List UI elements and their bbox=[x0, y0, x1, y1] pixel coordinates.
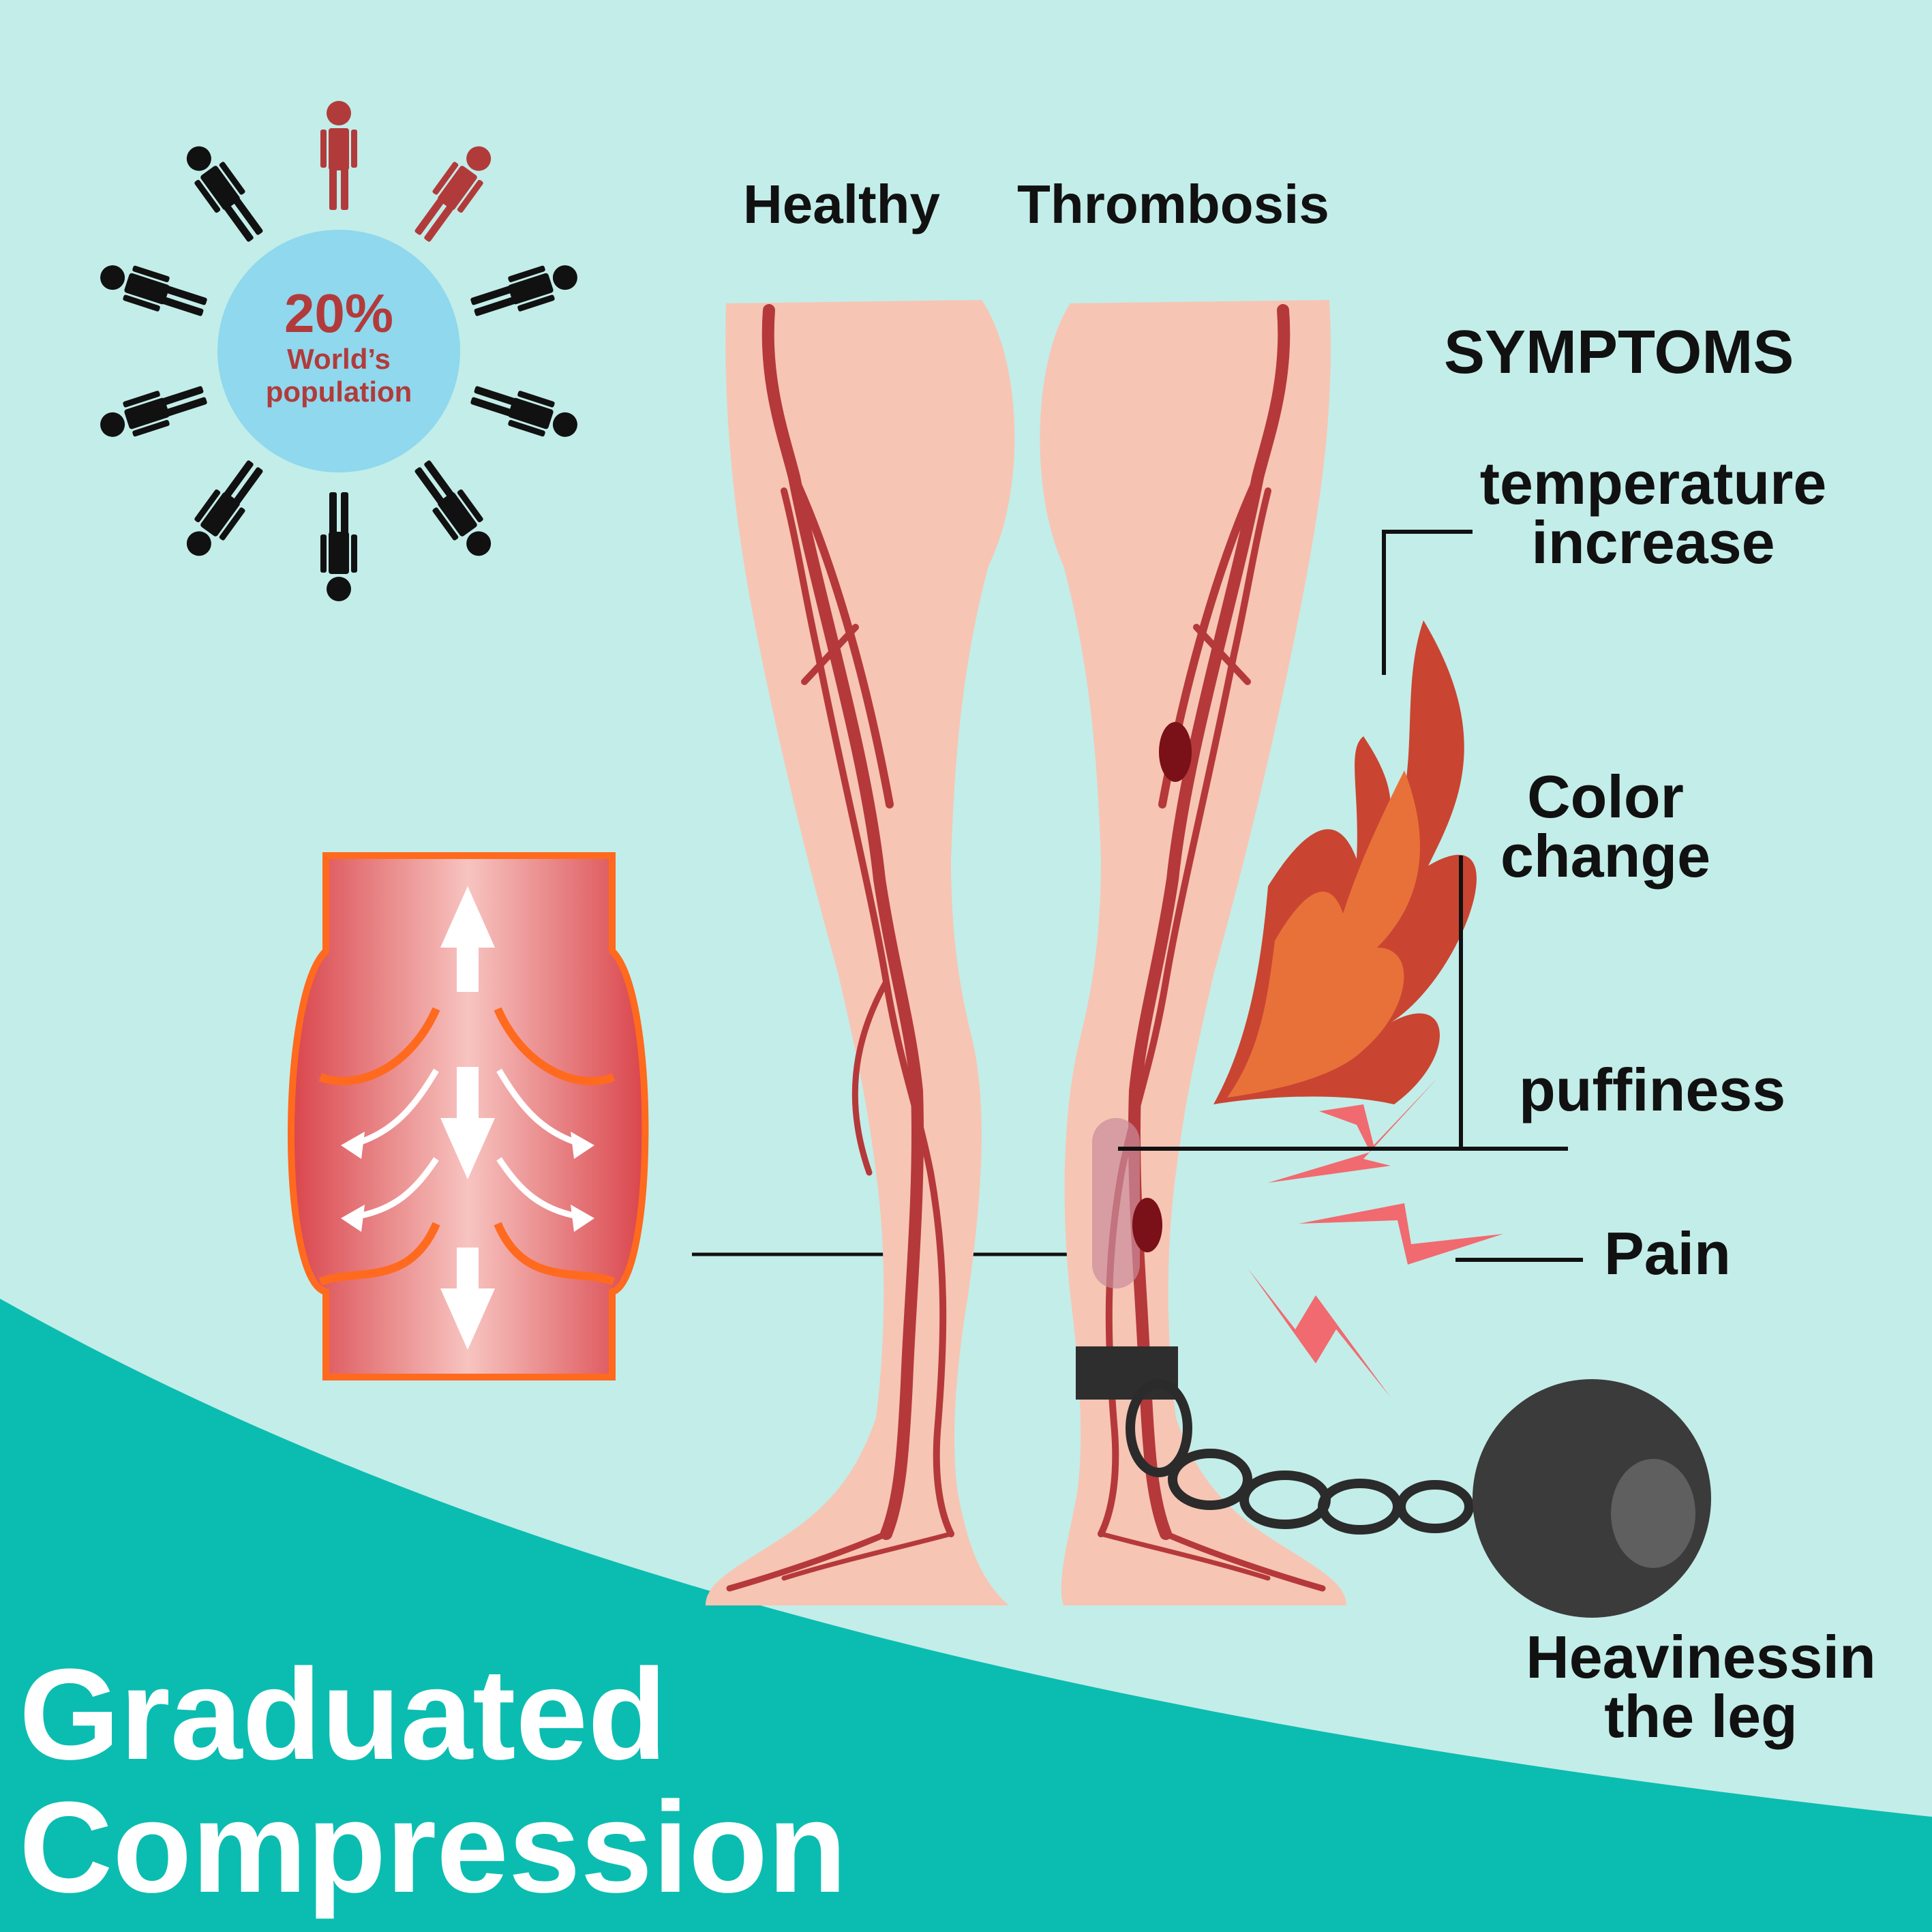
clot bbox=[1159, 722, 1192, 782]
swelling-patch bbox=[1092, 1118, 1140, 1288]
symptom-heaviness-line-1: Heavinessin bbox=[1526, 1623, 1876, 1691]
ankle-cuff bbox=[1076, 1346, 1178, 1400]
person-icon bbox=[320, 101, 357, 210]
symptom-color-line-2: change bbox=[1500, 822, 1711, 890]
person-icon bbox=[95, 256, 211, 325]
person-icon bbox=[406, 138, 501, 248]
flame-icon bbox=[1213, 620, 1477, 1104]
healthy-label: Healthy bbox=[743, 174, 940, 235]
symptom-temperature-line-1: temperature bbox=[1479, 449, 1827, 517]
stat-line-1: World’s bbox=[287, 343, 391, 375]
person-icon bbox=[467, 377, 583, 447]
person-icon bbox=[177, 454, 271, 564]
symptom-puffiness: puffiness bbox=[1519, 1056, 1786, 1123]
stat-percent: 20% bbox=[284, 283, 394, 344]
symptom-heaviness-line-2: the leg bbox=[1604, 1682, 1798, 1750]
symptoms-heading: SYMPTOMS bbox=[1444, 318, 1794, 387]
teal-band bbox=[0, 1299, 1932, 1932]
healthy-leg bbox=[706, 300, 1015, 1605]
people-ring bbox=[95, 101, 583, 601]
person-icon bbox=[467, 256, 583, 325]
ball-and-chain-icon bbox=[1126, 1379, 1711, 1618]
symptom-temperature-line-2: increase bbox=[1531, 509, 1775, 576]
clot bbox=[1132, 1198, 1162, 1252]
leader-lines bbox=[1118, 530, 1583, 1262]
symptom-pain: Pain bbox=[1604, 1220, 1731, 1287]
stat-line-2: population bbox=[265, 376, 412, 408]
thrombosis-label: Thrombosis bbox=[1017, 174, 1329, 235]
person-icon bbox=[177, 138, 271, 248]
person-icon bbox=[95, 377, 211, 447]
symptom-color-line-1: Color bbox=[1527, 763, 1684, 830]
title-line-2: Compression bbox=[19, 1775, 847, 1920]
person-icon bbox=[320, 492, 357, 601]
title-line-1: Graduated bbox=[19, 1642, 667, 1787]
lightning-bolt-icon bbox=[1248, 1077, 1503, 1398]
stat-circle bbox=[217, 230, 460, 472]
vein-section-icon bbox=[288, 852, 649, 1380]
person-icon bbox=[406, 454, 501, 564]
